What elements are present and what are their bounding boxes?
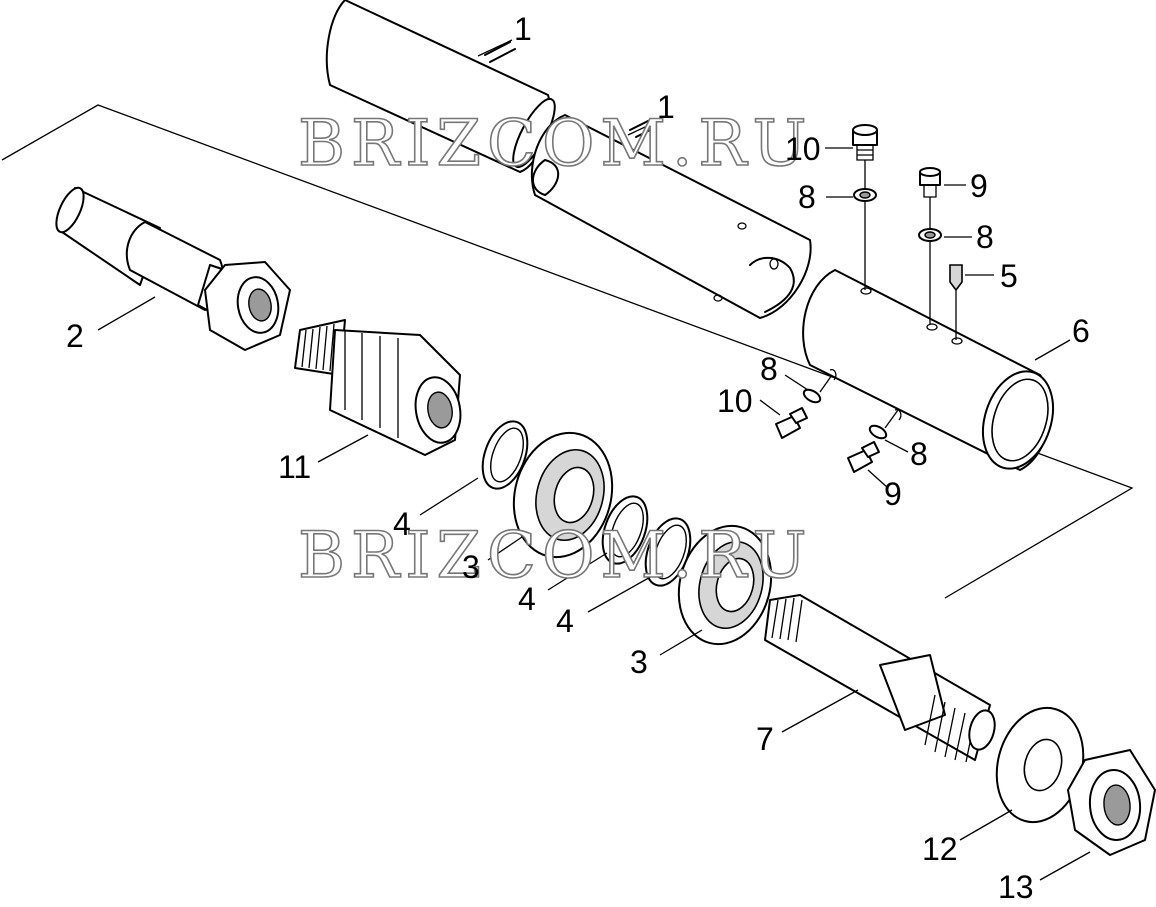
housing-tube-part-6 [802,269,1054,471]
callout-11: 11 [278,449,311,485]
set-screw-5 [949,264,963,340]
bearing-3-a [512,431,614,559]
screw-9-top [919,167,941,325]
hex-nut-fitting [204,261,291,351]
screw-10-top [852,124,878,290]
assembly-frame [1,104,1134,599]
washer-8-mid-right [868,409,899,440]
nut-part-13 [1067,749,1156,856]
callout-13: 13 [998,869,1034,905]
callout-10-left: 10 [717,383,753,419]
washer-8-right [918,228,942,242]
callout-3-a: 3 [462,549,480,585]
screw-10-left [775,407,808,439]
washer-8-top [853,188,877,202]
callout-9-lower: 9 [884,476,902,512]
snap-ring-4-b [601,495,649,565]
callout-8-top: 8 [798,179,816,215]
callout-12: 12 [922,831,958,867]
watermark-top: BRIZCOM.RU [298,107,812,181]
tube-part-1-upper [325,0,556,173]
callout-4-b: 4 [518,581,536,617]
leader-lines [97,39,1091,881]
callout-2: 2 [66,318,84,354]
callout-4-c: 4 [556,603,574,639]
callout-10-top: 10 [785,131,821,167]
callout-4-a: 4 [393,506,411,542]
callout-1-upper: 1 [514,11,532,47]
callout-8-right: 8 [976,219,994,255]
screw-9-lower [847,441,880,473]
callout-3-b: 3 [630,644,648,680]
snap-ring-4-c [644,517,692,587]
callout-6: 6 [1072,313,1090,349]
watermark-middle: BRIZCOM.RU [298,519,812,593]
callout-7: 7 [756,721,774,757]
callout-1-lower: 1 [657,89,675,125]
callout-8-mid-right: 8 [910,436,928,472]
tube-part-1-lower [530,114,812,319]
shaft-part-7 [764,594,996,763]
callout-5: 5 [1000,258,1018,294]
snap-ring-4-a [481,420,529,490]
washer-part-12 [995,706,1085,824]
callout-8-mid-left: 8 [760,351,778,387]
coupler-part-11 [294,319,462,456]
bearing-3-b [677,524,773,646]
callout-9-top: 9 [970,168,988,204]
washer-8-mid-left [802,374,833,404]
